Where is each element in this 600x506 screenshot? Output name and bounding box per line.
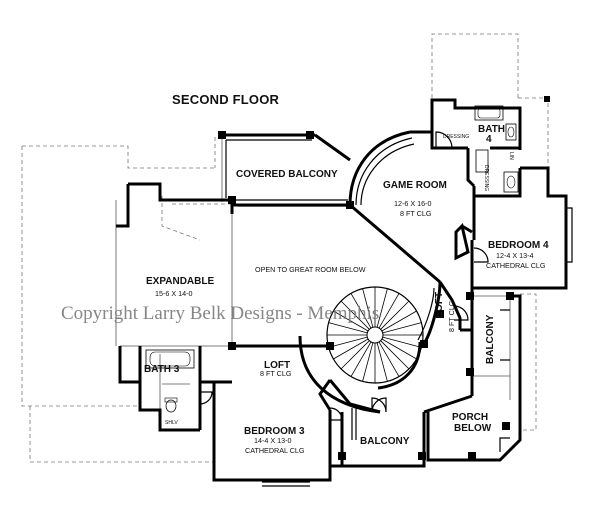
stair-tread xyxy=(350,293,372,329)
porch-label-line1: PORCH xyxy=(452,412,488,423)
plan-title: SECOND FLOOR xyxy=(172,92,280,107)
stair-tread xyxy=(378,341,400,377)
expandable-label: EXPANDABLE xyxy=(146,276,214,287)
stair-tread xyxy=(380,340,410,370)
stair-tread xyxy=(378,293,400,329)
loft-right-ceiling: 8 FT CLG xyxy=(447,300,456,332)
curved-window-wall xyxy=(355,137,415,206)
bedroom4-ceiling: CATHEDRAL CLG xyxy=(486,261,546,270)
bedroom4-dims: 12-4 X 13-4 xyxy=(496,251,534,260)
doors xyxy=(199,131,510,452)
stair-tread xyxy=(328,336,368,348)
stair-tread xyxy=(381,310,417,332)
dressing-top-label: DRESSING xyxy=(443,134,469,140)
balcony-right-label: BALCONY xyxy=(485,314,496,364)
game-room-label: GAME ROOM xyxy=(383,180,447,191)
first-floor-outline xyxy=(21,33,549,463)
bath4-label-line1: BATH xyxy=(478,124,505,135)
bedroom3-ceiling: CATHEDRAL CLG xyxy=(245,446,305,455)
porch-label-line2: BELOW xyxy=(454,423,492,434)
balcony-railings xyxy=(225,139,573,487)
stair-tread xyxy=(333,338,369,360)
bath4-label-line2: 4 xyxy=(486,134,492,145)
bedroom3-label: BEDROOM 3 xyxy=(244,426,305,437)
stair-tread xyxy=(350,341,372,377)
linen-label: LIN xyxy=(508,152,514,160)
spiral-staircase xyxy=(298,281,442,414)
stair-tread xyxy=(340,300,370,330)
stair-tread xyxy=(333,310,369,332)
loft-center-ceiling: 8 FT CLG xyxy=(260,369,292,378)
posts xyxy=(218,96,550,460)
stair-tread xyxy=(380,300,410,330)
stair-tread xyxy=(328,322,368,334)
bedroom4-label: BEDROOM 4 xyxy=(488,240,549,251)
bath4-fixtures xyxy=(474,105,519,193)
heavy-walls xyxy=(116,98,568,482)
stair-tread xyxy=(381,338,417,360)
stair-tread xyxy=(376,342,388,382)
expandable-dims: 15-6 X 14-0 xyxy=(155,289,193,298)
loft-right-label: LOFT xyxy=(434,292,445,318)
dressing-side-label: DRESSING xyxy=(483,165,489,191)
stair-tread xyxy=(376,288,388,328)
stair-tread xyxy=(340,340,370,370)
game-room-dims: 12-6 X 16-0 xyxy=(394,199,432,208)
copyright-watermark: Copyright Larry Belk Designs - Memphis xyxy=(61,303,379,324)
bath3-label: BATH 3 xyxy=(144,364,180,375)
balcony-bottom-label: BALCONY xyxy=(360,436,410,447)
stair-tread xyxy=(362,288,374,328)
loft-center-label: LOFT xyxy=(264,360,290,371)
stair-tread xyxy=(382,322,422,334)
stair-tread xyxy=(362,342,374,382)
bath3-fixtures xyxy=(145,349,195,413)
covered-balcony-label: COVERED BALCONY xyxy=(236,169,338,180)
open-area-label: OPEN TO GREAT ROOM BELOW xyxy=(255,265,366,274)
game-room-ceiling: 8 FT CLG xyxy=(400,209,432,218)
bedroom3-dims: 14-4 X 13-0 xyxy=(254,436,292,445)
shelf-label: SHLV xyxy=(165,420,178,426)
stair-tread xyxy=(382,336,422,348)
